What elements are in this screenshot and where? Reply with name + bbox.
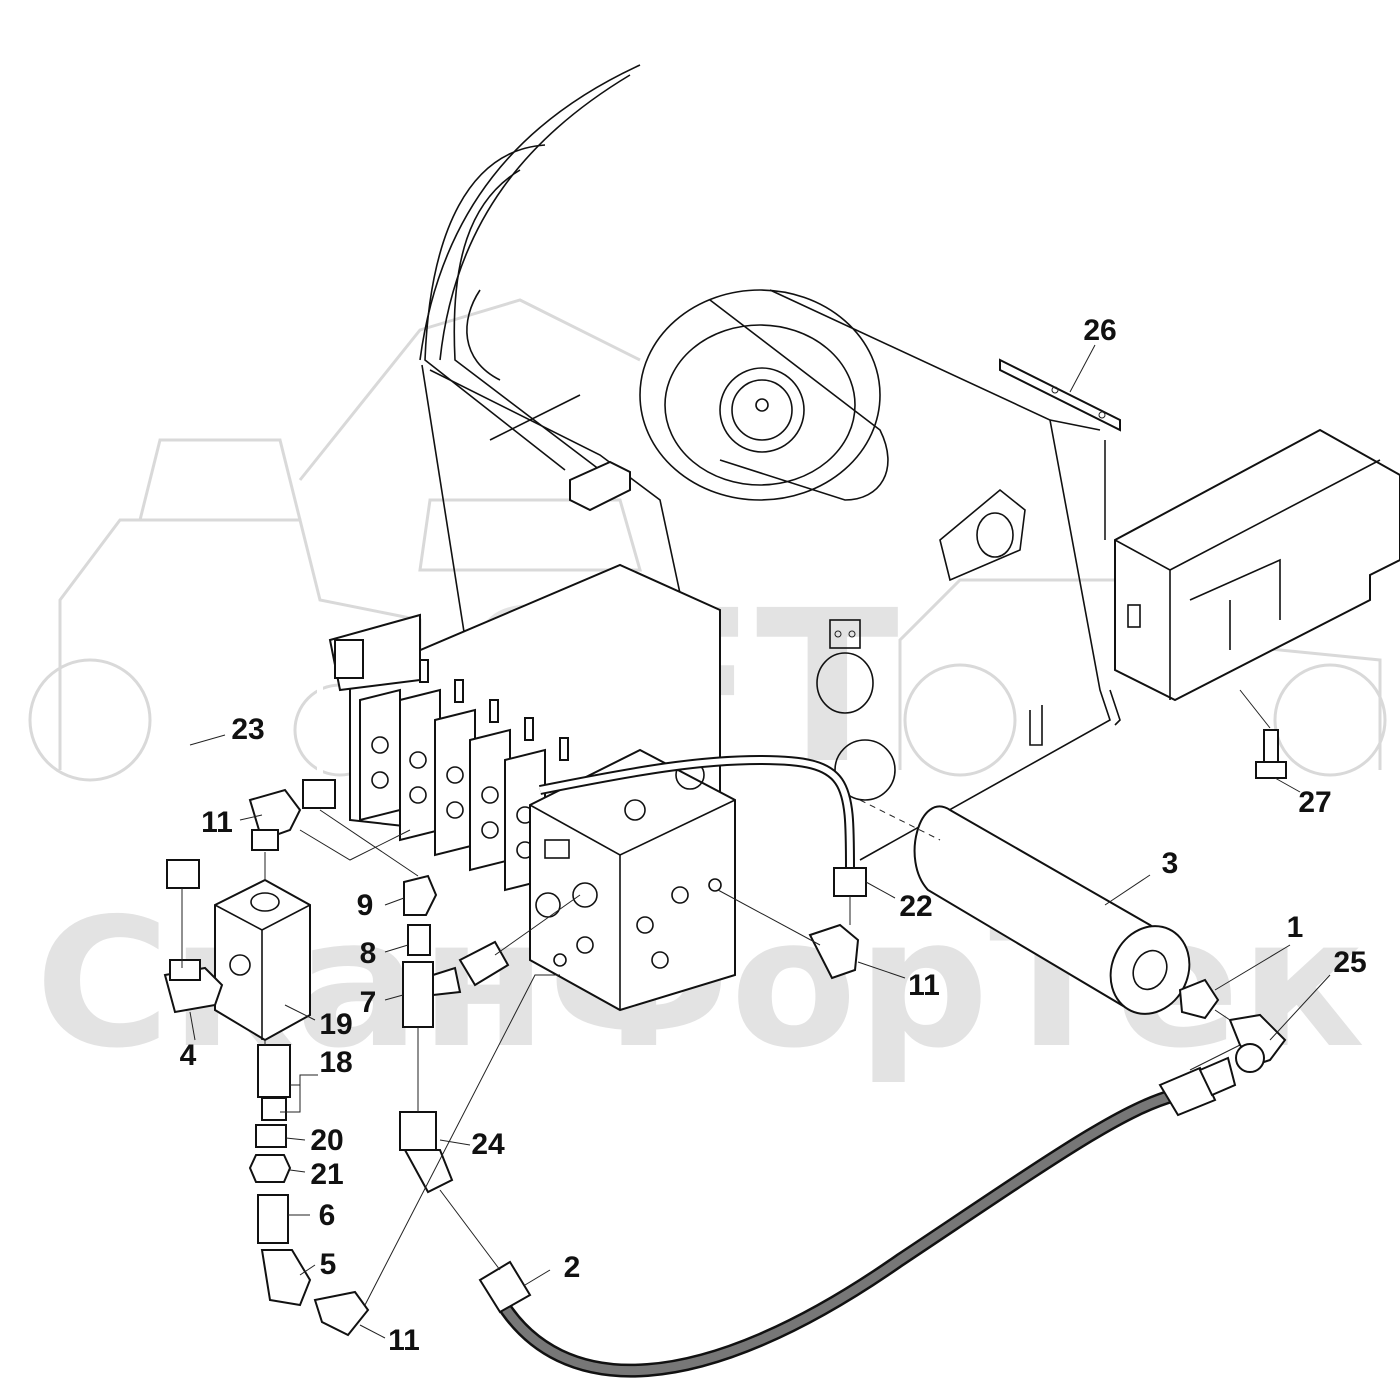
part-3-filter [859,799,1191,1015]
callout-8: 8 [360,937,377,970]
part-8-nipple [407,924,431,956]
part-19-valve-block [214,878,311,1042]
callout-9: 9 [357,889,374,922]
fitting-inlet-adapter [458,940,510,987]
part-11-elbow-top-left [248,788,302,851]
part-9-nut [403,874,438,916]
part-11-elbow-bottom [313,1290,370,1337]
callout-26: 26 [1083,314,1116,347]
part-20-washer [255,1124,287,1148]
part-1-nut [1178,978,1220,1020]
part-21-plug [248,1154,292,1183]
callout-11-top-left: 11 [201,806,233,839]
callout-24: 24 [471,1128,505,1161]
callout-18: 18 [319,1046,352,1079]
callout-23: 23 [231,713,264,746]
callout-20: 20 [310,1124,343,1157]
callout-7: 7 [360,986,377,1019]
part-27-bolt [1239,689,1287,779]
part-18-cartridge [257,1044,291,1121]
callout-21: 21 [310,1158,343,1191]
callout-11-bottom: 11 [388,1324,420,1357]
callout-labels: 1 2 3 4 5 6 7 8 9 11 11 11 11 18 19 20 2… [180,314,1367,1357]
callout-25: 25 [1333,946,1366,979]
part-4-elbow [163,959,224,1014]
callout-5: 5 [320,1248,337,1281]
leader-lines [181,344,1331,1339]
part-24-elbow [399,1111,454,1194]
control-valve-bank [328,563,736,1012]
part-22-pipe [539,754,867,897]
callout-4: 4 [180,1039,197,1072]
callout-11-right: 11 [908,969,940,1002]
callout-2: 2 [564,1251,581,1284]
callout-19: 19 [319,1008,352,1041]
watermark-excavator-icon [298,298,642,572]
part-2-hose [478,1056,1237,1378]
callout-3: 3 [1162,847,1179,880]
callout-6: 6 [319,1199,336,1232]
part-26-plate [999,358,1121,432]
part-6-nipple [257,1194,289,1244]
support-bracket [1104,428,1400,702]
part-11-elbow-right [808,923,860,980]
callout-22: 22 [899,890,932,923]
part-23-pipe [166,611,336,889]
part-5-elbow [260,1249,312,1307]
callout-27: 27 [1298,786,1331,819]
callout-1: 1 [1287,911,1304,944]
fitting-valve-bank-port [334,639,364,679]
